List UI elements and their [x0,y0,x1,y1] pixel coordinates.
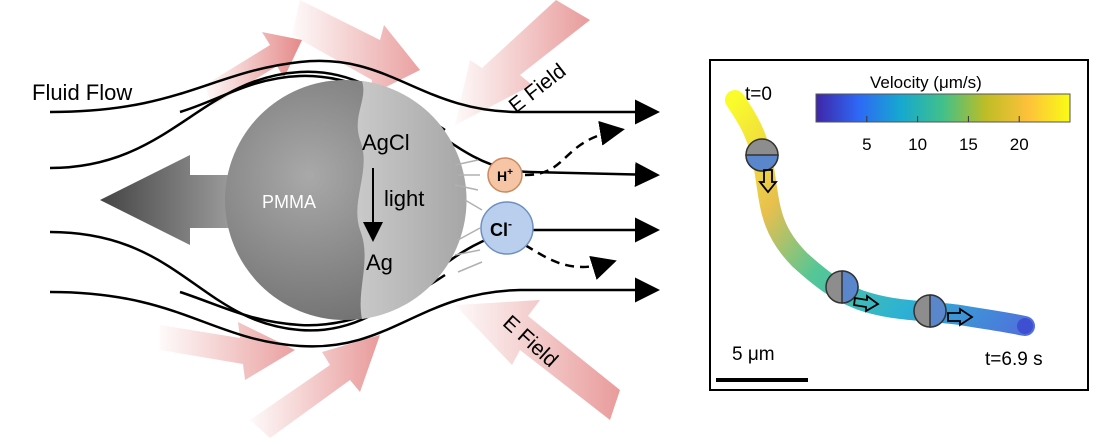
colorbar: Velocity (μm/s) 5 10 15 20 [815,73,1071,154]
svg-text:Cl-: Cl- [490,217,512,240]
colorbar-ticks: 5 10 15 20 [862,116,1029,154]
proton-path [524,120,625,177]
field-arrow [292,0,420,95]
proton-symbol: H [497,168,507,184]
field-arrows-top [205,0,590,125]
proton-charge: + [507,167,513,178]
janus-particle [225,80,467,320]
colorbar-tick-label: 20 [1010,135,1029,154]
direction-arrow [947,307,974,327]
streamline [49,59,660,125]
svg-text:H+: H+ [497,167,513,184]
emission-ticks [454,159,483,273]
end-time-label: t=6.9 s [985,349,1043,370]
field-arrow [455,300,620,420]
chloride-ion: Cl- [480,201,534,255]
colorbar-title: Velocity (μm/s) [870,73,982,92]
colorbar-tick-label: 5 [862,135,871,154]
start-time-label: t=0 [745,84,772,105]
trajectory-particle [745,138,779,194]
pmma-label: PMMA [262,192,316,212]
trajectory-particle [913,294,974,328]
colorbar-gradient [815,93,1071,123]
proton-ion: H+ [487,157,523,193]
chloride-path [524,243,617,280]
fluid-flow-label: Fluid Flow [32,80,132,105]
scale-bar-label: 5 μm [732,344,775,365]
colorbar-tick-label: 15 [959,135,978,154]
agcl-hemisphere [357,81,467,319]
chloride-charge: - [508,217,512,231]
direction-arrow [758,169,778,194]
colorbar-tick-label: 10 [908,135,927,154]
schematic-panel: H+ Cl- Fluid Flow E Field E Field PMMA A… [32,0,660,438]
streamline [49,217,660,332]
streamline [49,277,660,348]
field-arrow [250,335,380,438]
light-label: light [384,186,424,211]
trajectory-panel: Velocity (μm/s) 5 10 15 20 t=0 t=6.9 s 5 μm [709,59,1089,391]
trajectory-end-dot [1017,318,1033,334]
field-arrow [160,322,295,380]
streamline [49,70,660,188]
field-arrow [455,0,590,125]
streamlines [49,59,660,348]
chloride-symbol: Cl [490,220,508,240]
field-arrow [205,32,302,106]
agcl-label: AgCl [362,130,410,155]
trajectory-particle [825,270,880,313]
field-arrows-bottom [160,300,620,438]
direction-arrow [852,294,880,313]
ion-paths [524,120,625,280]
ag-label: Ag [366,250,393,275]
